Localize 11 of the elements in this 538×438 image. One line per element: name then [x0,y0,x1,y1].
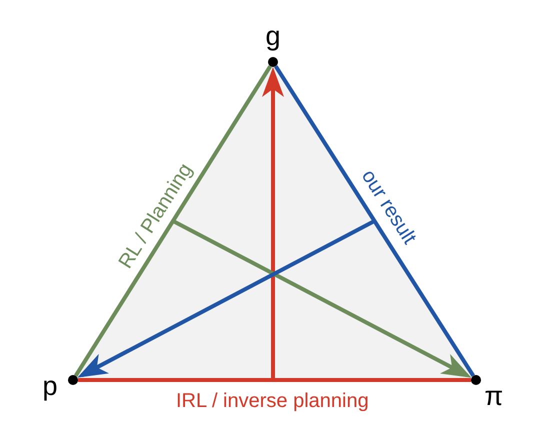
vertex-label: g [266,22,281,50]
connector-line [274,65,475,377]
connector-line [78,378,471,382]
connector-line [74,65,272,377]
vertex [42,372,78,400]
arrow [172,219,472,378]
arrow [77,219,376,378]
arrow [262,67,284,380]
vertex-label: p [42,372,58,400]
edge-label: IRL / inverse planning [176,390,369,412]
vertex-label: π [484,382,504,410]
